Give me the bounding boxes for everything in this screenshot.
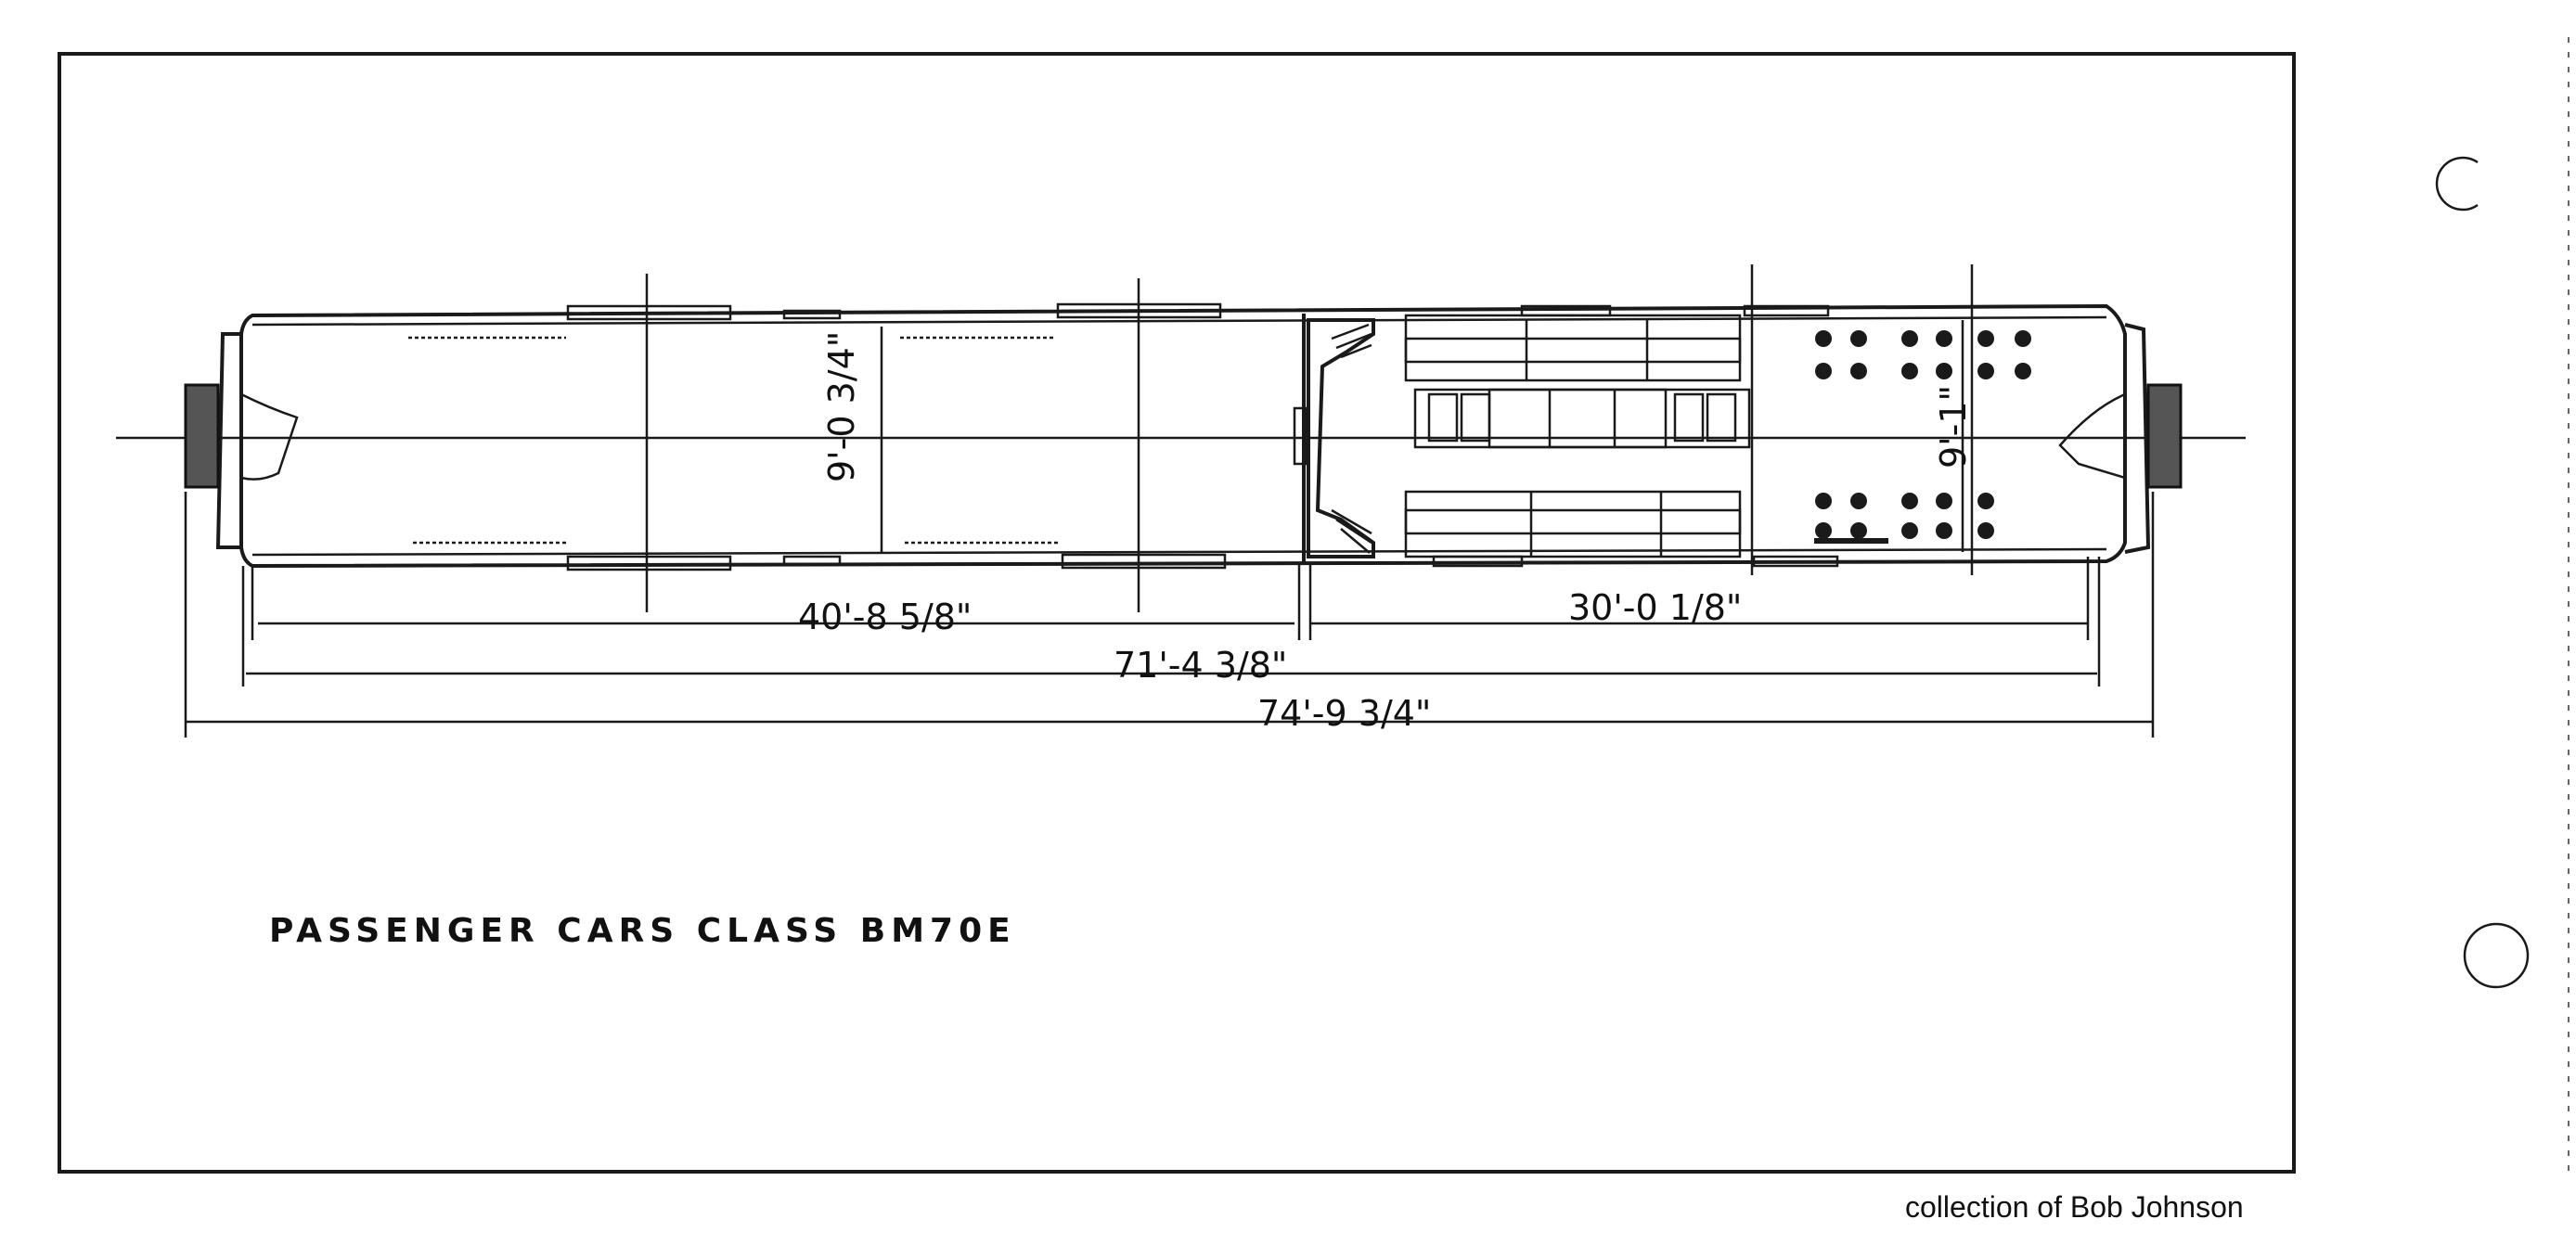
section-left-label: 40'-8 5/8" [798,597,972,637]
width-dimension-left: 9'-0 3/4" [821,327,883,552]
car-body [184,303,2183,569]
over-bodies-label: 71'-4 3/8" [1114,645,1287,686]
width-right-label: 9'-1" [1933,385,1974,468]
truck-centres [645,264,1974,612]
punch-hole-top [2435,156,2479,212]
width-dimension-right: 9'-1" [1933,320,1974,552]
side-windows [408,302,1839,571]
section-right-label: 30'-0 1/8" [1568,587,1742,628]
drawing-frame [58,52,2296,1174]
over-couplers-label: 74'-9 3/4" [1257,693,1431,734]
width-left-label: 9'-0 3/4" [821,331,862,482]
lounge-seats [1814,330,2031,544]
length-dimensions [184,492,2155,738]
coupler-left [184,383,220,489]
punch-hole-bottom [2463,922,2530,989]
drawing-title: PASSENGER CARS CLASS BM70E [269,912,1016,950]
buffet-fittings [1293,314,1751,558]
collection-credit: collection of Bob Johnson [1905,1190,2244,1224]
coupler-right [2146,383,2183,489]
